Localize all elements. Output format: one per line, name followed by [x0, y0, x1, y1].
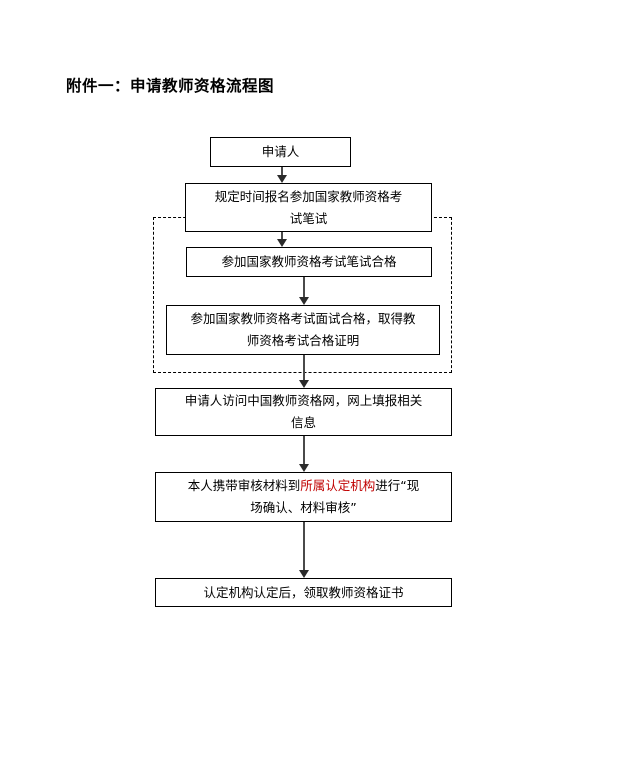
line-1: 申请人访问中国教师资格网，网上填报相关 — [184, 393, 423, 408]
arrow-interview-to-online — [298, 355, 309, 388]
flow-node-online-application-label: 申请人访问中国教师资格网，网上填报相关 信息 — [162, 390, 445, 434]
line-2: 师资格考试合格证明 — [246, 333, 360, 348]
flow-node-pass-written-exam: 参加国家教师资格考试笔试合格 — [186, 247, 432, 277]
flow-node-register-written-exam-label: 规定时间报名参加国家教师资格考 试笔试 — [192, 186, 425, 230]
flow-node-pass-written-exam-label: 参加国家教师资格考试笔试合格 — [221, 254, 397, 269]
flow-node-pass-interview-certificate-label: 参加国家教师资格考试面试合格，取得教 师资格考试合格证明 — [173, 308, 433, 352]
line-1: 规定时间报名参加国家教师资格考 — [214, 188, 403, 204]
page-title: 附件一：申请教师资格流程图 — [66, 76, 275, 95]
flow-node-online-application: 申请人访问中国教师资格网，网上填报相关 信息 — [155, 388, 452, 436]
flow-node-applicant-label: 申请人 — [261, 144, 300, 159]
flow-node-register-written-exam: 规定时间报名参加国家教师资格考 试笔试 — [185, 183, 432, 232]
line-1: 参加国家教师资格考试面试合格，取得教 — [190, 311, 416, 326]
segment-plain-1: 本人携带审核材料到 — [187, 478, 301, 493]
flow-node-on-site-confirmation: 本人携带审核材料到所属认定机构进行“现 场确认、材料审核” — [155, 472, 452, 522]
flow-node-receive-certificate-label: 认定机构认定后，领取教师资格证书 — [203, 584, 404, 600]
flow-node-on-site-confirmation-label: 本人携带审核材料到所属认定机构进行“现 场确认、材料审核” — [162, 475, 445, 519]
line-2: 场确认、材料审核” — [250, 500, 357, 515]
segment-highlight-agency: 所属认定机构 — [300, 478, 376, 493]
flow-node-applicant: 申请人 — [210, 137, 351, 167]
arrow-register-to-written — [276, 232, 287, 247]
line-2: 试笔试 — [289, 210, 328, 226]
arrow-online-to-onsite — [298, 436, 309, 472]
line-2: 信息 — [290, 415, 316, 430]
segment-plain-2: 进行“现 — [375, 478, 420, 493]
arrow-written-to-interview — [298, 277, 309, 305]
flow-node-receive-certificate: 认定机构认定后，领取教师资格证书 — [155, 578, 452, 607]
arrow-applicant-to-register — [276, 167, 287, 183]
arrow-onsite-to-certificate — [298, 522, 309, 578]
flow-node-pass-interview-certificate: 参加国家教师资格考试面试合格，取得教 师资格考试合格证明 — [166, 305, 440, 355]
